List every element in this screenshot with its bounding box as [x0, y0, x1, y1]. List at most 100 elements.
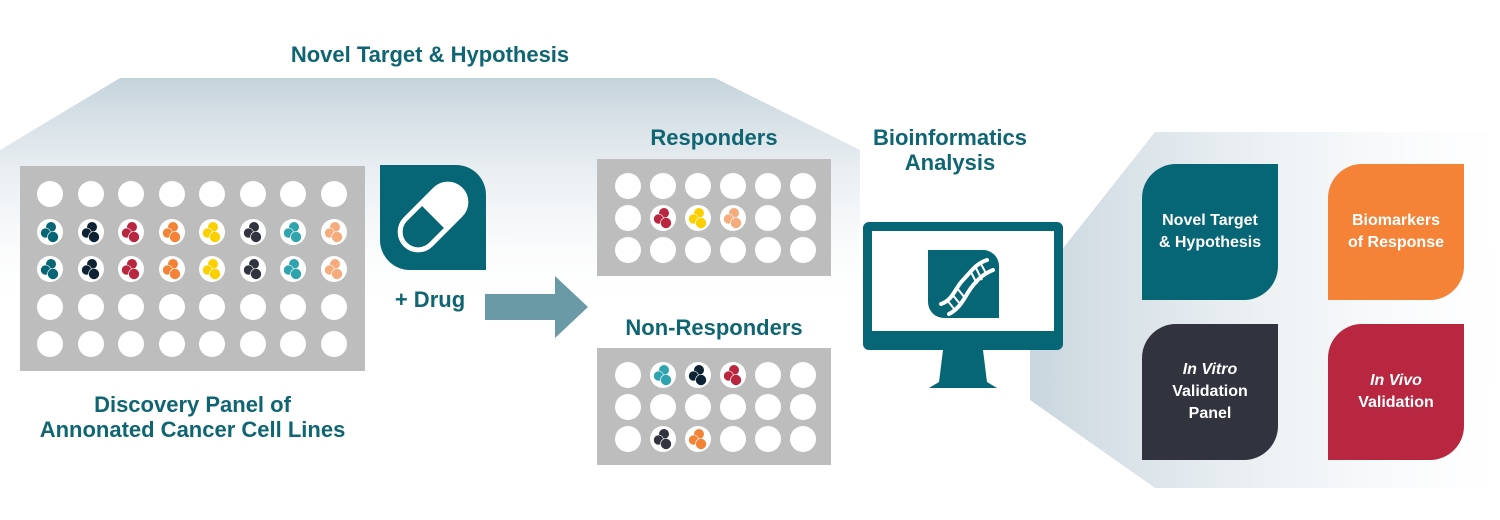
well [615, 394, 641, 420]
well [158, 181, 185, 207]
well [280, 181, 306, 207]
cell-cluster-icon [80, 221, 100, 243]
well [650, 205, 676, 231]
well [720, 426, 746, 452]
cell-cluster-icon [40, 221, 59, 243]
well [755, 362, 781, 388]
cell-cluster-icon [161, 259, 181, 280]
well [720, 237, 746, 263]
cell-cluster-icon [688, 208, 707, 229]
cell-cluster-icon [323, 221, 343, 243]
discovery-plate [20, 166, 365, 371]
well [280, 218, 306, 245]
cell-cluster-icon [723, 365, 742, 386]
well [685, 394, 711, 420]
well [280, 331, 306, 357]
cell-cluster-icon [202, 221, 221, 243]
well [650, 426, 676, 452]
well [650, 173, 676, 199]
well [118, 256, 144, 282]
pill-icon [397, 181, 469, 253]
well [280, 256, 306, 282]
well [685, 362, 711, 388]
well [790, 237, 816, 263]
well [685, 237, 711, 263]
cell-cluster-icon [202, 259, 221, 280]
well [77, 218, 104, 245]
discovery-label-line1: Discovery Panel of [94, 392, 291, 417]
non-responders-plate [597, 348, 831, 465]
cell-cluster-icon [723, 208, 742, 229]
well [158, 331, 185, 357]
drug-icon-box [380, 165, 486, 270]
well [77, 331, 104, 357]
responders-title: Responders [650, 125, 778, 150]
outcome-label-line2: Validation [1172, 383, 1248, 400]
well [615, 205, 641, 231]
well [199, 256, 225, 282]
cell-cluster-icon [653, 208, 672, 229]
well [37, 256, 63, 282]
well [720, 394, 746, 420]
cell-cluster-icon [653, 365, 672, 386]
well [199, 331, 225, 357]
well [615, 173, 641, 199]
well [118, 181, 144, 207]
banner-title: Novel Target & Hypothesis [290, 42, 570, 67]
well [199, 181, 225, 207]
outcome-label: Novel Target & Hypothesis [1159, 210, 1261, 254]
outcome-novel-target: Novel Target & Hypothesis [1142, 164, 1278, 300]
well [37, 293, 63, 320]
cell-cluster-icon [242, 259, 262, 280]
well [320, 293, 347, 320]
well [239, 181, 266, 207]
cell-cluster-icon [121, 259, 140, 280]
well [118, 331, 144, 357]
well [685, 426, 711, 452]
outcome-label-line2: & Hypothesis [1158, 234, 1262, 251]
outcome-label-line2: Validation [1358, 394, 1434, 411]
outcome-label-line1: In Vivo [1370, 372, 1422, 389]
cell-cluster-icon [283, 259, 302, 280]
cell-cluster-icon [688, 365, 707, 386]
outcome-label-line3: Panel [1188, 405, 1232, 422]
monitor-icon [863, 222, 1063, 388]
well [790, 426, 816, 452]
responders-plate [597, 159, 831, 276]
well [239, 256, 266, 282]
discovery-label-line2: Annonated Cancer Cell Lines [39, 417, 346, 442]
cell-cluster-icon [323, 259, 343, 280]
bioinformatics-title: Bioinformatics Analysis [850, 125, 1050, 175]
well [239, 293, 266, 320]
well [755, 426, 781, 452]
well [755, 237, 781, 263]
well [158, 218, 185, 245]
well [239, 218, 266, 245]
cell-cluster-icon [242, 221, 262, 243]
well [199, 293, 225, 320]
well [320, 256, 347, 282]
cell-cluster-icon [161, 221, 181, 243]
well [37, 218, 63, 245]
well [320, 181, 347, 207]
well [77, 181, 104, 207]
well [280, 293, 306, 320]
well [615, 362, 641, 388]
cell-cluster-icon [688, 429, 707, 450]
well [77, 293, 104, 320]
outcome-label-line1: Novel Target [1162, 212, 1258, 229]
well [755, 394, 781, 420]
well [320, 218, 347, 245]
well [755, 173, 781, 199]
discovery-panel-label: Discovery Panel of Annonated Cancer Cell… [20, 392, 365, 442]
cell-cluster-icon [283, 221, 302, 243]
well [650, 362, 676, 388]
outcome-label-line1: Biomarkers [1351, 212, 1441, 229]
well [158, 256, 185, 282]
well [720, 173, 746, 199]
